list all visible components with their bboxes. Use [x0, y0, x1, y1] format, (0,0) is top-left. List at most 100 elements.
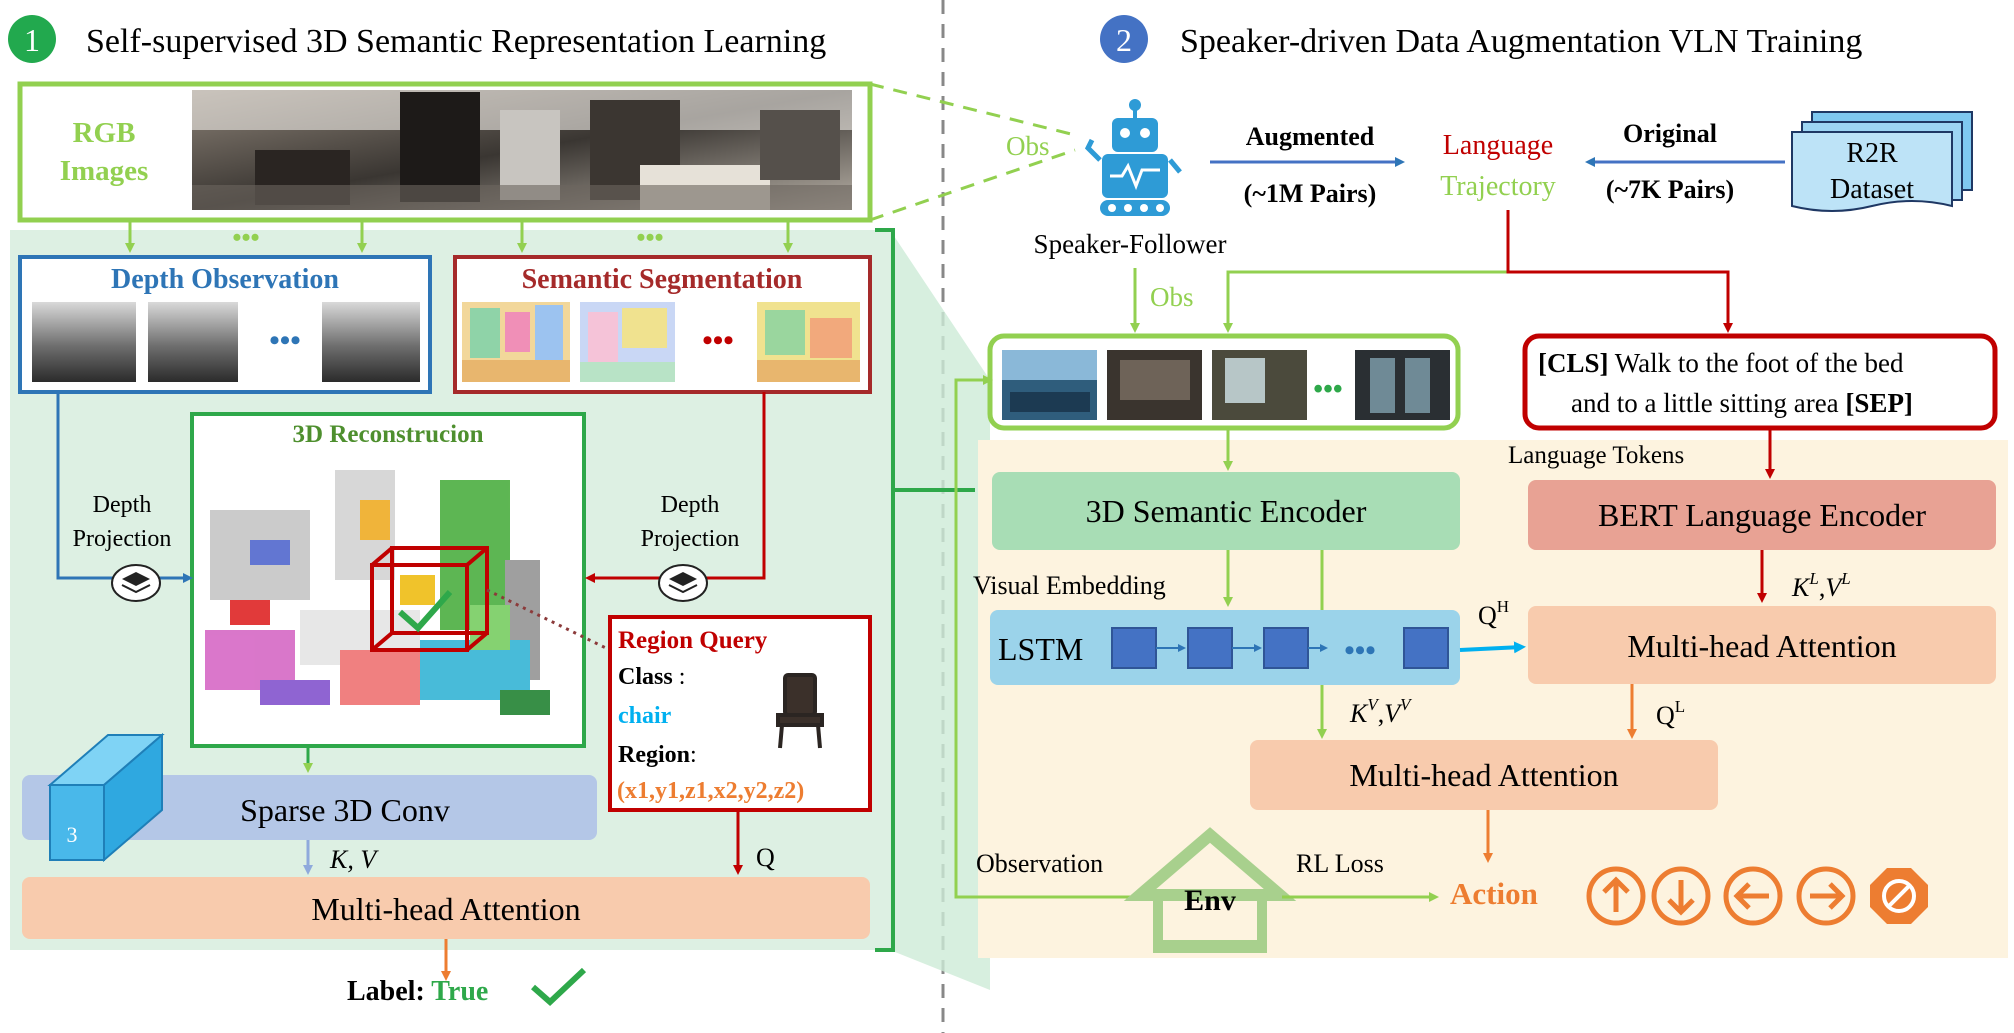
qh-label: QH [1478, 597, 1509, 630]
observation-label: Observation [976, 849, 1103, 878]
label-true-text: Label: True [347, 976, 488, 1007]
arrow-left-icon [1723, 866, 1783, 926]
instruction-line2: and to a little sitting area [SEP] [1571, 388, 1913, 418]
depth-projection-arrow-right [585, 392, 766, 583]
rgb-obs-dash-top [869, 82, 1076, 137]
arrow-up-icon [1586, 866, 1646, 926]
mha-right-bottom-box [1250, 740, 1718, 810]
rgb-label-line2: Images [60, 155, 149, 187]
depth-projection-left-line1: Depth [93, 492, 152, 518]
segmentation-image-1 [462, 302, 570, 382]
section2-badge [1100, 15, 1148, 63]
lstm-cells [1111, 627, 1449, 669]
panel-wedge [890, 230, 990, 990]
dataset-line2: Dataset [1830, 174, 1914, 205]
region-query-box [608, 615, 872, 812]
depth-projection-right-line2: Projection [641, 526, 740, 552]
kl-vl-label: KL,VL [1791, 569, 1851, 602]
observation-image-2 [1107, 350, 1202, 420]
instruction-line1: [CLS] Walk to the foot of the bed [1538, 348, 1904, 378]
layers-icon-left [111, 564, 161, 602]
true-check-icon [531, 967, 587, 1007]
reconstruction-title: 3D Reconstrucion [293, 421, 484, 448]
depth-dots: ••• [269, 324, 301, 357]
depth-image-1 [32, 302, 136, 382]
cube-check-icon [398, 590, 453, 633]
semantic-encoder-label: 3D Semantic Encoder [1086, 493, 1367, 529]
depth-projection-right-line1: Depth [661, 492, 720, 518]
augmented-label: Augmented [1246, 122, 1375, 151]
bert-encoder-label: BERT Language Encoder [1598, 497, 1926, 533]
language-to-instruction-arrow [1506, 210, 1733, 333]
language-label: Language [1443, 130, 1553, 161]
ql-label: QL [1656, 697, 1685, 730]
mha-left-label: Multi-head Attention [311, 891, 580, 927]
original-label: Original [1623, 119, 1717, 148]
lstm-label: LSTM [998, 631, 1083, 667]
region-query-region-value: (x1,y1,z1,x2,y2,z2) [617, 778, 804, 804]
arrow-down-icon [1651, 866, 1711, 926]
dataset-line1: R2R [1846, 138, 1898, 169]
instruction-box [1522, 333, 1998, 431]
obs-bottom-label: Obs [1150, 282, 1194, 312]
section1-title: Self-supervised 3D Semantic Representati… [86, 23, 826, 60]
mha-left-box [22, 877, 870, 939]
region-query-class-row: Class : [618, 664, 685, 690]
section2-number: 2 [1116, 22, 1132, 58]
visual-embedding-label: Visual Embedding [973, 571, 1166, 600]
stop-icon [1870, 868, 1928, 924]
robot-icon [1084, 99, 1182, 216]
semantic-segmentation-title: Semantic Segmentation [522, 264, 803, 295]
dataset-icon [1791, 111, 1973, 212]
observation-dots: ••• [1313, 374, 1342, 405]
rgb-panorama-image [192, 90, 852, 210]
trajectory-label: Trajectory [1440, 171, 1556, 202]
rgb-dots-2: ••• [636, 223, 663, 252]
depth-observation-title: Depth Observation [111, 264, 339, 295]
mha-right-top-box [1528, 606, 1996, 684]
region-query-region-row: Region: [618, 742, 697, 768]
segmentation-image-3 [757, 302, 860, 382]
arrow-right-icon [1796, 866, 1856, 926]
action-label: Action [1450, 876, 1538, 911]
kv-vv-label: KV,VV [1349, 695, 1413, 728]
env-house-icon [1123, 827, 1297, 953]
rgb-label-line1: RGB [73, 117, 136, 149]
observation-image-1 [1002, 350, 1097, 420]
bert-encoder-box [1528, 480, 1996, 550]
observation-feedback-arrow [954, 375, 1135, 899]
semantic-encoder-box [992, 472, 1460, 550]
point-cloud-image [205, 470, 550, 715]
mha-right-bottom-label: Multi-head Attention [1349, 757, 1618, 793]
depth-projection-left-line2: Projection [73, 526, 172, 552]
segmentation-image-2 [580, 302, 675, 382]
region-query-class-value: chair [618, 703, 672, 729]
env-label: Env [1184, 884, 1236, 917]
mha-right-top-label: Multi-head Attention [1627, 628, 1896, 664]
section1-number: 1 [24, 22, 40, 58]
augmented-pairs-label: (~1M Pairs) [1244, 179, 1377, 208]
obs-top-label: Obs [1006, 131, 1050, 161]
sparse-conv-box [22, 775, 597, 840]
rgb-dots-1: ••• [232, 223, 259, 252]
language-tokens-label: Language Tokens [1508, 442, 1684, 469]
section2-title: Speaker-driven Data Augmentation VLN Tra… [1180, 23, 1862, 60]
original-pairs-label: (~7K Pairs) [1606, 175, 1734, 204]
cube-query-link [486, 588, 611, 652]
trajectory-to-obs-arrow [1223, 210, 1510, 333]
layers-icon-right [658, 564, 708, 602]
lstm-dots: ••• [1344, 634, 1376, 667]
q-left-label: Q [756, 843, 775, 872]
observation-image-3 [1212, 350, 1307, 420]
sparse-conv-label: Sparse 3D Conv [240, 792, 450, 828]
observation-image-4 [1355, 350, 1450, 420]
segmentation-dots: ••• [702, 324, 734, 357]
rgb-obs-dash-bottom [869, 148, 1076, 222]
section1-badge [8, 15, 56, 63]
region-query-title: Region Query [618, 627, 768, 654]
depth-image-3 [322, 302, 420, 382]
speaker-follower-label: Speaker-Follower [1034, 229, 1227, 259]
kv-left-label: K, V [329, 845, 379, 874]
cube-3-icon [47, 732, 165, 863]
